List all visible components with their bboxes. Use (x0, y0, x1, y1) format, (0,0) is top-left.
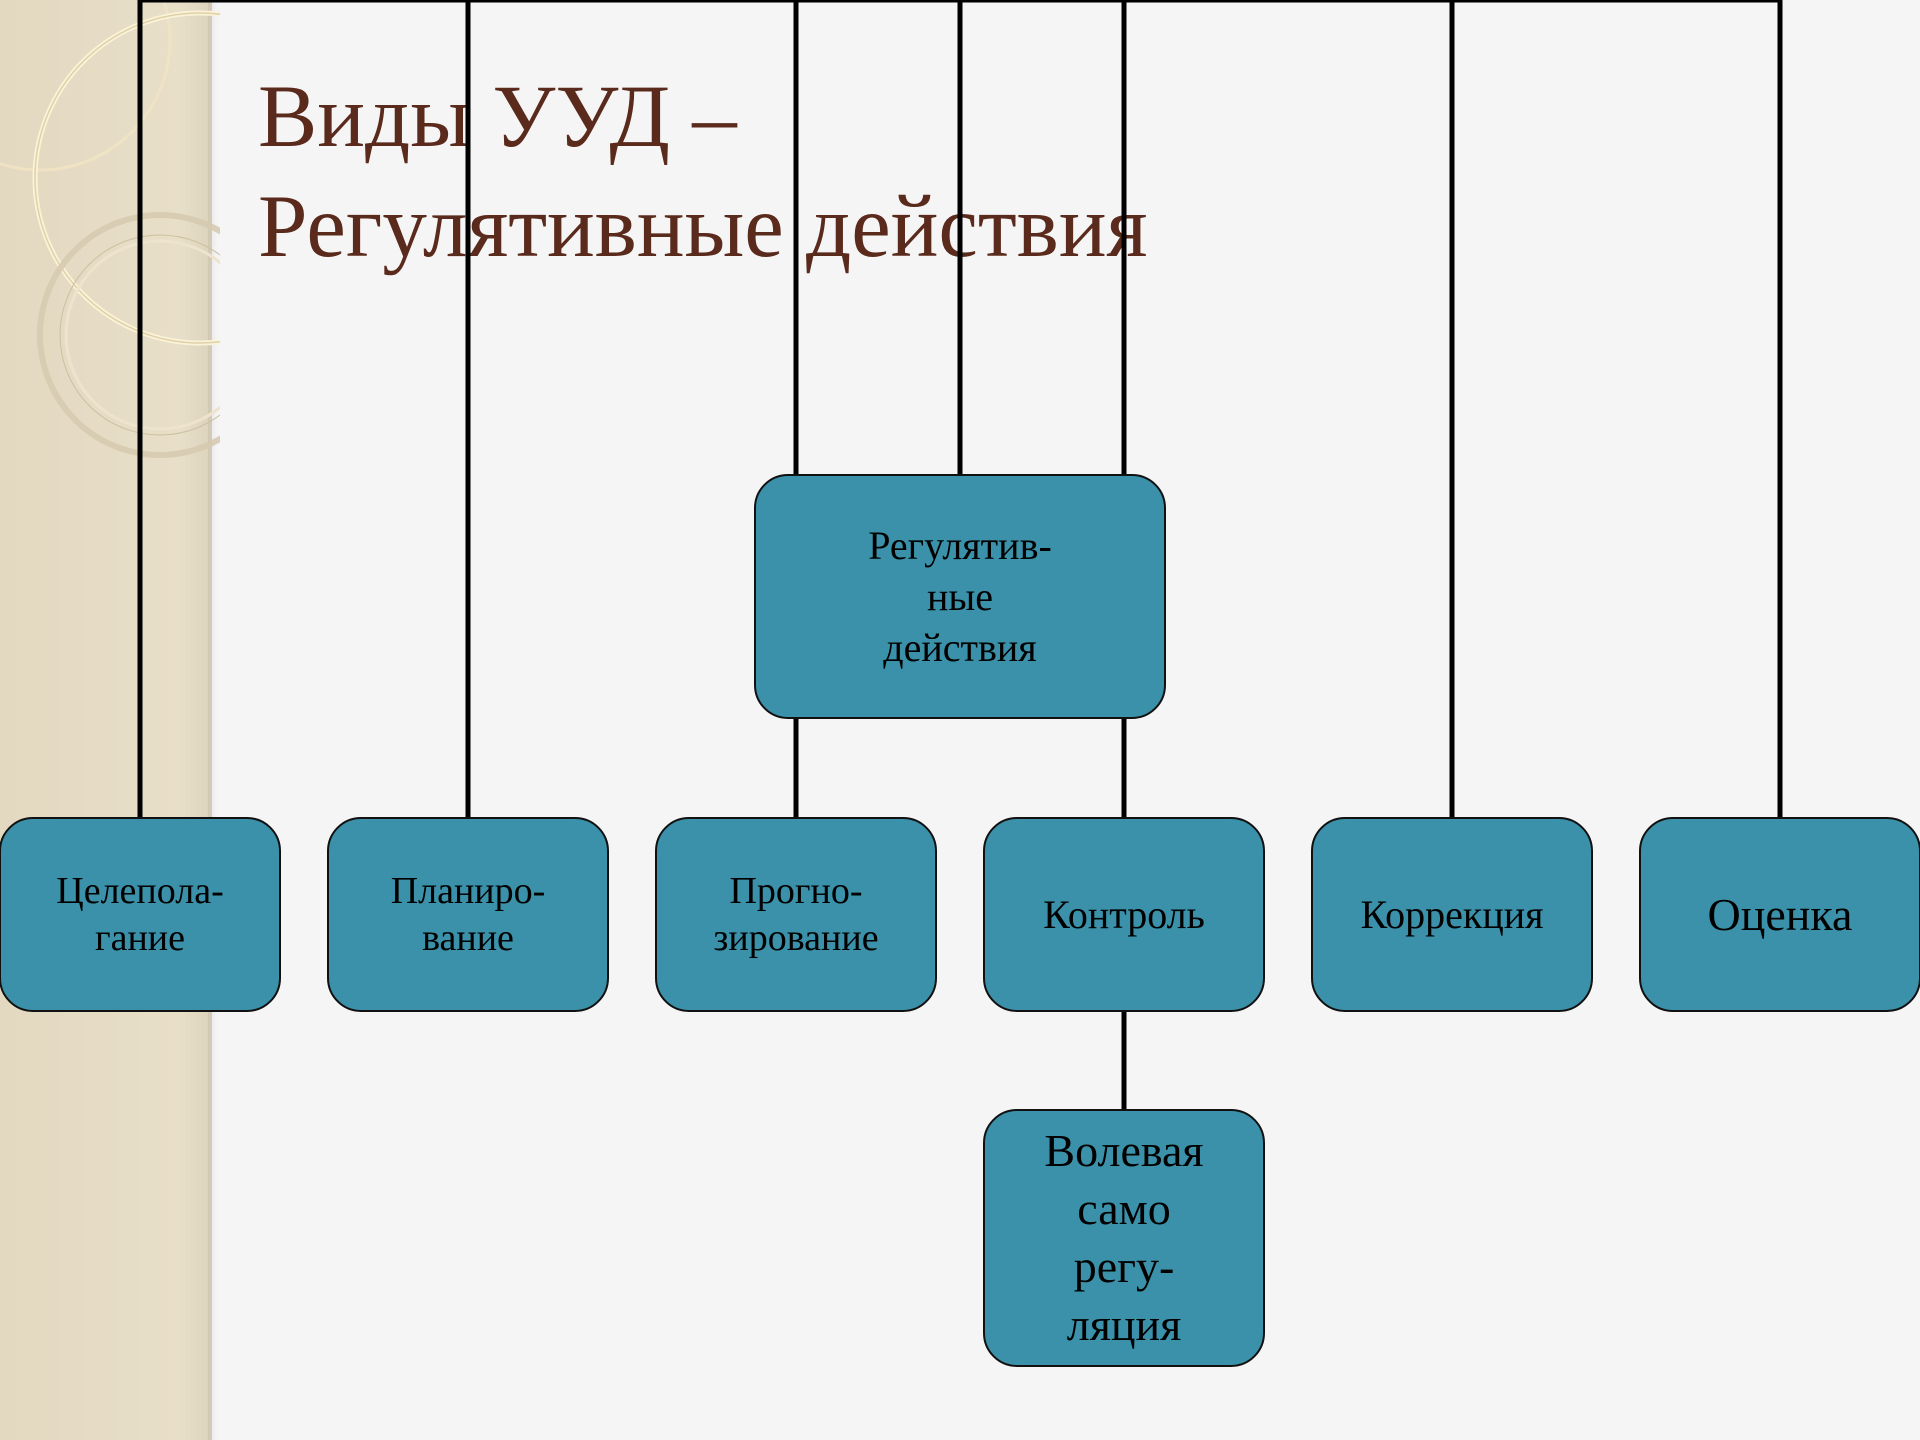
node-text-line: регу- (1073, 1241, 1175, 1292)
node-correction: Коррекция (1311, 817, 1593, 1012)
node-text-line: вание (422, 916, 514, 959)
node-text-line: ляция (1066, 1299, 1182, 1350)
node-regulatory-actions: Регулятив- ные действия (754, 474, 1166, 719)
title-line-1: Виды УУД – (258, 68, 737, 166)
node-volitional-self-regulation: Волевая само регу- ляция (983, 1109, 1265, 1367)
node-text-line: само (1077, 1183, 1171, 1234)
node-text-line: Планиро- (390, 869, 546, 912)
node-text-line: Целепола- (56, 869, 224, 912)
node-text-line: Контроль (1043, 892, 1205, 937)
node-label: Коррекция (1360, 891, 1543, 938)
panel-shadow (208, 0, 218, 1440)
slide-title: Виды УУД – Регулятивные действия (258, 62, 1147, 282)
node-text-line: действия (883, 625, 1037, 670)
node-label: Волевая само регу- ляция (1044, 1122, 1203, 1354)
node-label: Контроль (1043, 891, 1205, 938)
node-planning: Планиро- вание (327, 817, 609, 1012)
left-decor-panel (0, 0, 212, 1440)
node-text-line: Коррекция (1360, 892, 1544, 937)
node-control: Контроль (983, 817, 1265, 1012)
node-assessment: Оценка (1639, 817, 1920, 1012)
node-text-line: Оценка (1707, 889, 1853, 940)
node-goal-setting: Целепола- гание (0, 817, 281, 1012)
node-label: Регулятив- ные действия (868, 520, 1052, 673)
node-label: Оценка (1708, 891, 1853, 938)
node-forecasting: Прогно- зирование (655, 817, 937, 1012)
node-label: Планиро- вание (391, 868, 546, 962)
node-text-line: ные (926, 574, 994, 619)
node-label: Целепола- гание (56, 868, 223, 962)
decorative-circles (0, 0, 220, 458)
node-text-line: Регулятив- (868, 523, 1052, 568)
node-text-line: зирование (713, 916, 879, 959)
title-line-2: Регулятивные действия (258, 178, 1148, 276)
node-text-line: Волевая (1044, 1125, 1204, 1176)
node-text-line: Прогно- (729, 869, 863, 912)
node-text-line: гание (95, 916, 185, 959)
node-label: Прогно- зирование (713, 868, 878, 962)
